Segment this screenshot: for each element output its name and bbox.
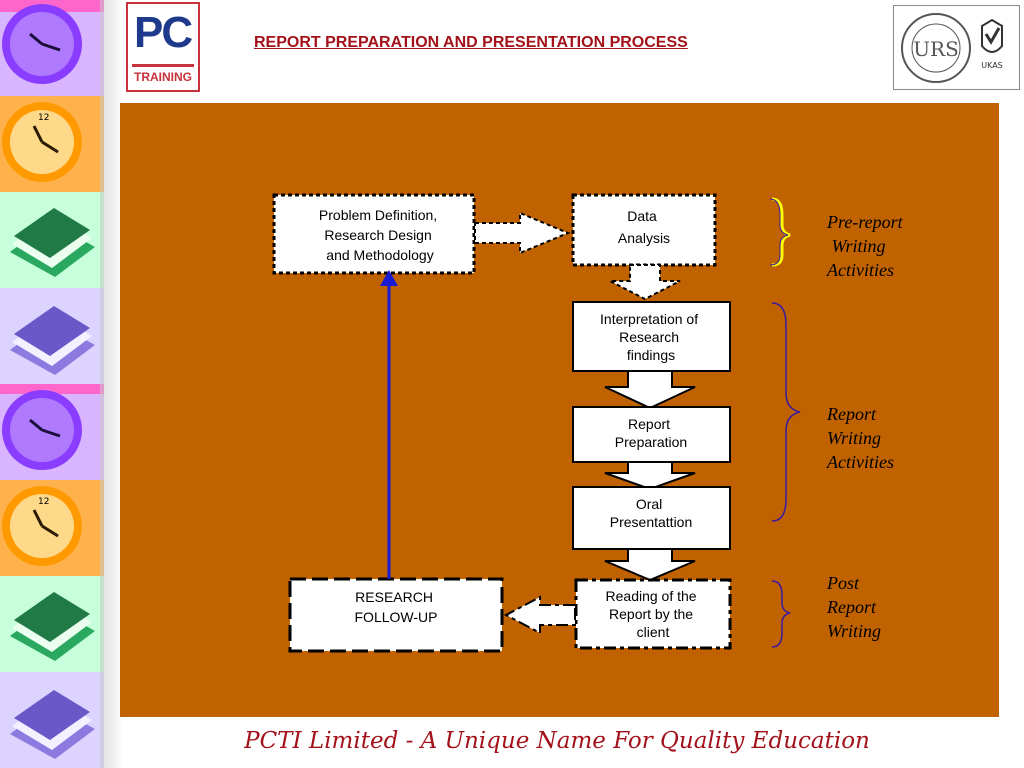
books-image [0,288,104,384]
logo-pc-text: PC [134,8,193,57]
diagram-panel: Problem Definition, Research Design and … [120,103,999,717]
cert-ukas-text: UKAS [981,61,1003,70]
pre-report-line-1: Pre-report [826,212,904,232]
pre-report-label: Pre-report Writing Activities [826,212,907,280]
pre-report-bracket [771,197,791,267]
arrow-to-interpretation [609,264,681,301]
report-preparation-box [572,406,731,463]
problem-definition-line-3: and Methodology [326,247,433,263]
post-report-label: Post Report Writing [826,573,881,641]
problem-definition-box [272,193,476,275]
clock-image: 12 [0,480,104,576]
interpretation-line-1: Interpretation of [600,311,698,327]
page-title: REPORT PREPARATION AND PRESENTATION PROC… [254,34,688,51]
research-followup-box [288,577,504,653]
report-preparation-line-1: Report [628,416,670,432]
clock-image [0,384,104,480]
books-image [0,192,104,288]
oral-presentation-text: Oral Presentattion [610,496,693,530]
report-writing-label: Report Writing Activities [826,404,894,472]
problem-definition-line-1: Problem Definition, [319,207,437,223]
decorative-image-strip: 12 12 [0,0,104,768]
logo-divider [132,64,194,67]
clock-image: 12 [0,96,104,192]
books-image [0,672,104,768]
interpretation-box [572,301,731,372]
pre-report-line-3: Activities [826,260,894,280]
research-followup-text: RESEARCH FOLLOW-UP [355,589,438,625]
report-writing-line-2: Writing [827,428,881,448]
post-report-line-1: Post [826,573,860,593]
data-analysis-text: Data Analysis [618,208,670,246]
reading-report-box [574,578,732,650]
data-analysis-line-1: Data [627,208,657,224]
research-followup-line-2: FOLLOW-UP [355,609,438,625]
feedback-arrow-head [380,270,398,286]
interpretation-line-2: Research [619,329,679,345]
reading-report-line-3: client [637,624,670,640]
report-writing-line-1: Report [826,404,877,424]
pre-report-bracket-outline [769,198,789,266]
arrow-to-reading-report [604,548,696,582]
report-preparation-text: Report Preparation [615,416,687,450]
reading-report-line-1: Reading of the [606,588,697,604]
arrow-to-oral-presentation [604,461,696,491]
data-analysis-line-2: Analysis [618,230,670,246]
research-followup-line-1: RESEARCH [355,589,433,605]
problem-definition-line-2: Research Design [324,227,431,243]
cert-urs-text: URS [913,37,959,61]
clock-image [0,0,104,96]
pre-report-line-2: Writing [827,236,886,256]
books-image [0,576,104,672]
certification-logo: URS UKAS [893,5,1020,90]
arrow-to-research-followup [503,595,576,635]
post-report-line-3: Writing [827,621,881,641]
interpretation-text: Interpretation of Research findings [600,311,702,363]
svg-text:12: 12 [38,497,49,507]
post-report-line-2: Report [826,597,877,617]
arrow-to-report-preparation [604,370,696,410]
report-preparation-line-2: Preparation [615,434,687,450]
svg-text:12: 12 [38,113,49,123]
logo-training-text: TRAINING [134,70,192,84]
footer-tagline: PCTI Limited - A Unique Name For Quality… [244,728,870,754]
oral-presentation-line-2: Presentattion [610,514,693,530]
problem-definition-text: Problem Definition, Research Design and … [319,207,441,263]
oral-presentation-line-1: Oral [636,496,662,512]
post-report-bracket [771,580,791,648]
arrow-to-data-analysis [474,211,571,255]
reading-report-line-2: Report by the [609,606,693,622]
interpretation-line-3: findings [627,347,675,363]
reading-report-text: Reading of the Report by the client [606,588,701,640]
process-diagram: Problem Definition, Research Design and … [272,193,907,653]
report-writing-bracket [771,302,801,522]
report-writing-line-3: Activities [826,452,894,472]
pc-training-logo: PC TRAINING [126,2,200,92]
